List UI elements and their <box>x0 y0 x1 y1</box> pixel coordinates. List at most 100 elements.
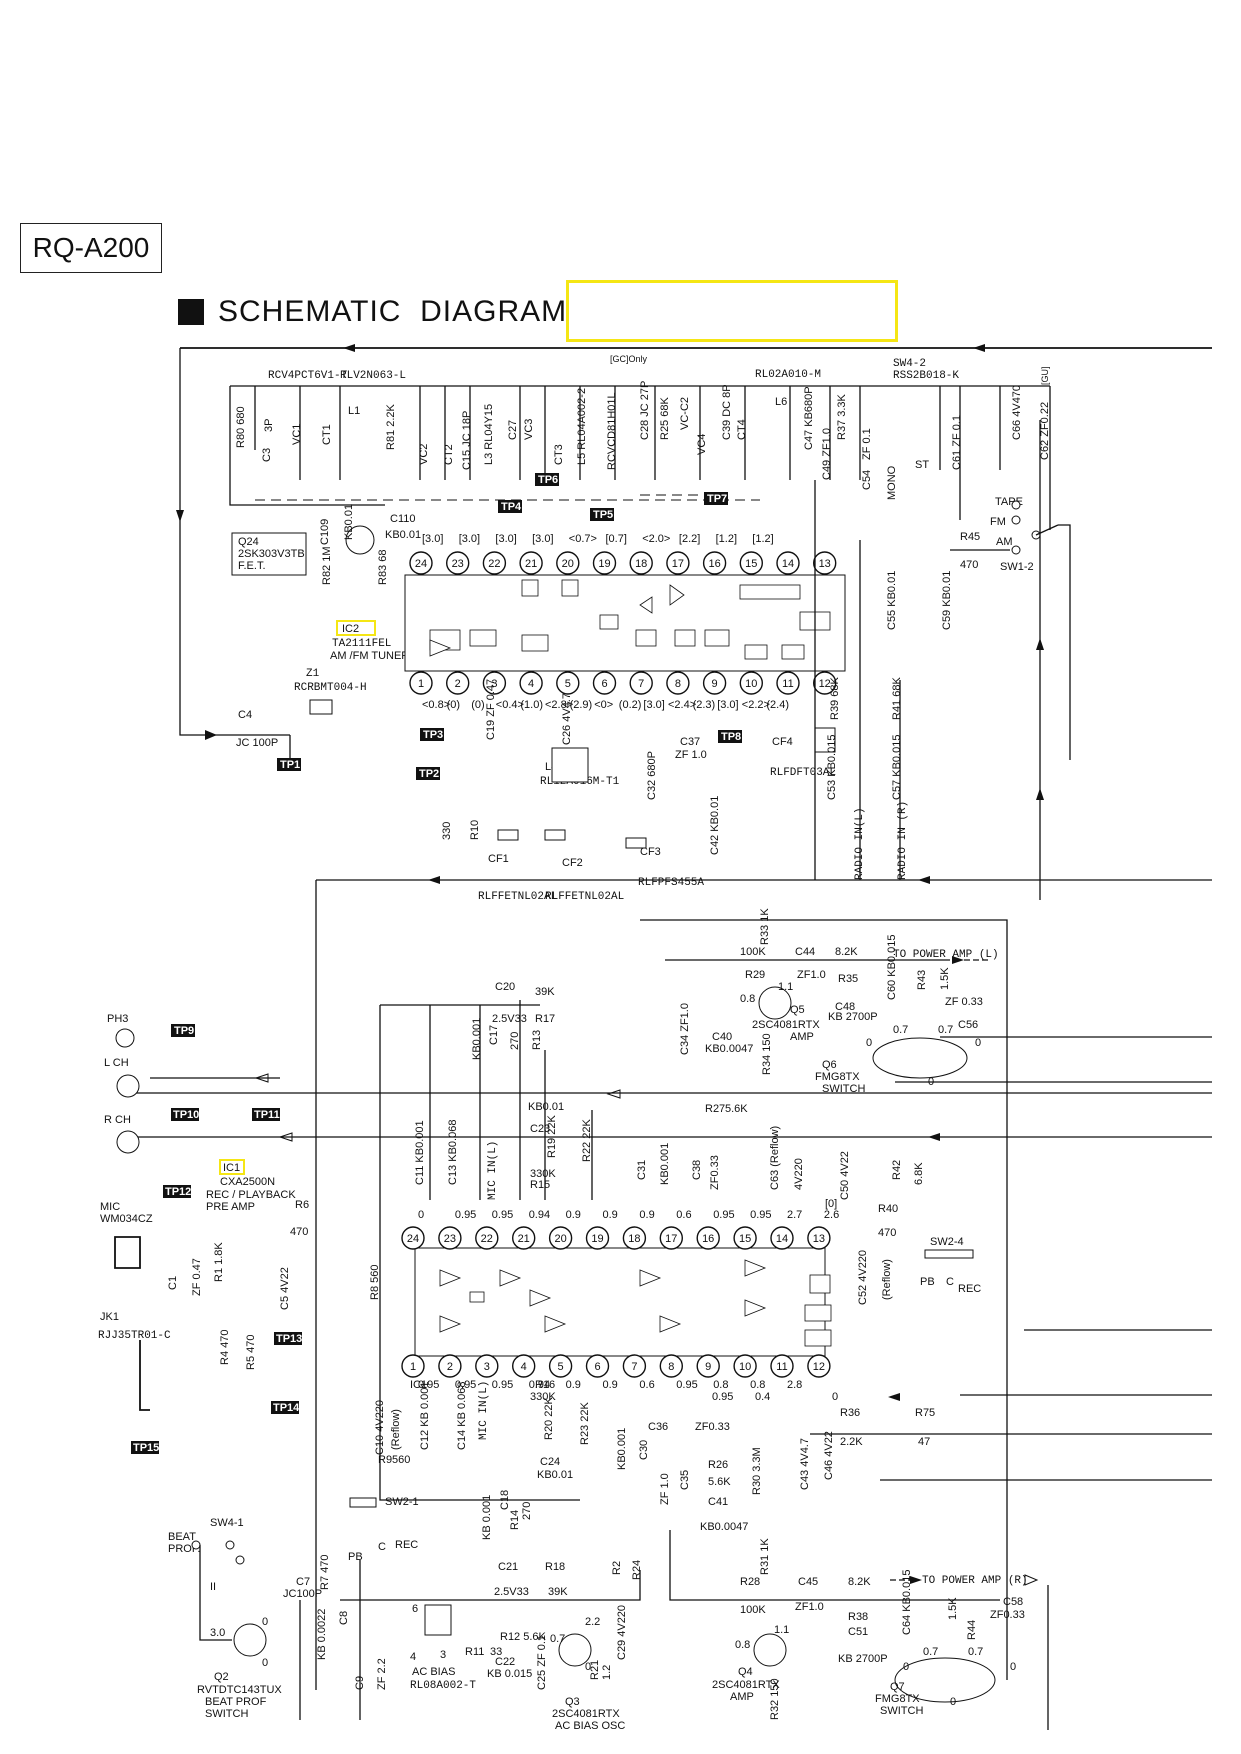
q6-ref: Q6 <box>822 1059 837 1071</box>
svg-text:100K: 100K <box>740 1604 766 1616</box>
svg-text:R28: R28 <box>740 1576 760 1588</box>
svg-text:23: 23 <box>452 558 464 570</box>
ic2-top-voltage: [3.0] <box>532 533 553 545</box>
svg-text:C37: C37 <box>680 736 700 748</box>
ic2-bottom-pin-1: 1 <box>409 671 433 695</box>
ic2-bottom-voltage: [3.0] <box>717 699 738 711</box>
svg-text:1.5K: 1.5K <box>947 1597 959 1620</box>
ic1-bottom-voltage: 0.95 <box>455 1379 476 1391</box>
svg-text:ZF 0.33: ZF 0.33 <box>945 996 983 1008</box>
svg-text:5.6K: 5.6K <box>708 1476 731 1488</box>
svg-text:C3: C3 <box>261 448 273 462</box>
svg-text:330K: 330K <box>530 1391 556 1403</box>
svg-text:VC-C2: VC-C2 <box>679 397 691 430</box>
tp10: TP10 <box>171 1108 199 1121</box>
highlight-box <box>566 280 898 342</box>
c-label-1: C <box>946 1276 954 1288</box>
svg-text:470: 470 <box>878 1227 896 1239</box>
svg-text:TP9: TP9 <box>174 1025 194 1037</box>
svg-text:C46 4V22: C46 4V22 <box>823 1431 835 1480</box>
sw4-2-label: SW4-2 <box>893 358 926 370</box>
q5-desc: AMP <box>790 1031 814 1043</box>
gc-only-label: [GC]Only <box>610 354 648 364</box>
svg-text:[0]: [0] <box>825 1198 837 1210</box>
ic1-top-pin-17: 17 <box>659 1226 683 1250</box>
svg-text:R30 3.3M: R30 3.3M <box>751 1447 763 1495</box>
svg-text:R12 5.6K: R12 5.6K <box>500 1631 547 1643</box>
ic2-bottom-voltage: <0> <box>594 699 613 711</box>
svg-text:R25 68K: R25 68K <box>659 397 671 440</box>
tp11: TP11 <box>252 1108 280 1121</box>
ic1-top-voltage: 0.95 <box>750 1209 771 1221</box>
ic2-top-pin-20: 20 <box>556 551 580 575</box>
svg-text:TP13: TP13 <box>276 1333 302 1345</box>
svg-text:C21: C21 <box>498 1561 518 1573</box>
title-text: SCHEMATIC DIAGRAM <box>218 295 568 328</box>
svg-text:5: 5 <box>565 678 571 690</box>
svg-text:5: 5 <box>558 1361 564 1373</box>
svg-text:C66 4V470: C66 4V470 <box>1011 385 1023 440</box>
ic1-bottom-pin-4: 4 <box>512 1354 536 1378</box>
svg-text:R8 560: R8 560 <box>369 1265 381 1300</box>
svg-text:0: 0 <box>903 1661 909 1673</box>
svg-text:TP7: TP7 <box>707 493 727 505</box>
svg-text:1: 1 <box>410 1361 416 1373</box>
jk1-part: RJJ35TR01-C <box>98 1330 171 1342</box>
svg-text:R32 150: R32 150 <box>769 1678 781 1720</box>
ic2-bottom-pin-2: 2 <box>446 671 470 695</box>
ic1-bottom-voltage: 0.8 <box>713 1379 728 1391</box>
svg-text:C109: C109 <box>319 519 331 545</box>
ic2-top-pin-24: 24 <box>409 551 433 575</box>
q5-ref: Q5 <box>790 1004 805 1016</box>
ic1-top-pin-15: 15 <box>733 1226 757 1250</box>
ic2-bottom-voltage: <2.2> <box>742 699 770 711</box>
ic2-bottom-pin-3: 3 <box>482 671 507 695</box>
sw2-1-label: SW2-1 <box>385 1496 419 1508</box>
svg-text:4V220: 4V220 <box>793 1158 805 1190</box>
power-amp-r-label: TO POWER AMP (R) <box>922 1575 1028 1587</box>
svg-text:14: 14 <box>776 1233 788 1245</box>
svg-text:17: 17 <box>665 1233 677 1245</box>
svg-text:L5 RL04A002-2: L5 RL04A002-2 <box>576 388 588 465</box>
ic1-bottom-voltage: 0.6 <box>639 1379 654 1391</box>
svg-text:JC 100P: JC 100P <box>236 737 278 749</box>
svg-text:(Reflow): (Reflow) <box>881 1259 893 1300</box>
svg-text:C47 KB680P: C47 KB680P <box>803 386 815 450</box>
svg-text:KB 0.0022: KB 0.0022 <box>316 1609 328 1660</box>
svg-text:R13: R13 <box>531 1030 543 1050</box>
svg-text:0: 0 <box>832 1391 838 1403</box>
ic1-bottom-voltage: 0.9 <box>603 1379 618 1391</box>
svg-text:R1 1.8K: R1 1.8K <box>213 1242 225 1282</box>
svg-text:8: 8 <box>675 678 681 690</box>
svg-text:22: 22 <box>488 558 500 570</box>
svg-text:15: 15 <box>745 558 757 570</box>
ic1-bottom-voltage: 0.95 <box>492 1379 513 1391</box>
ic1-top-pin-13: 13 <box>807 1226 831 1250</box>
mic-part: WM034CZ <box>100 1213 153 1225</box>
svg-text:CT1: CT1 <box>321 424 333 445</box>
ic2-top-pin-15: 15 <box>739 551 763 575</box>
svg-text:1.5K: 1.5K <box>939 967 951 990</box>
svg-text:19: 19 <box>591 1233 603 1245</box>
svg-text:17: 17 <box>672 558 684 570</box>
svg-text:R45: R45 <box>960 531 980 543</box>
svg-text:TP8: TP8 <box>721 731 741 743</box>
svg-text:16: 16 <box>708 558 720 570</box>
svg-text:12: 12 <box>813 1361 825 1373</box>
svg-text:0.8: 0.8 <box>740 993 755 1005</box>
svg-text:16: 16 <box>702 1233 714 1245</box>
ic2-top-pin-14: 14 <box>776 551 800 575</box>
svg-text:C31: C31 <box>636 1160 648 1180</box>
svg-text:6: 6 <box>594 1361 600 1373</box>
svg-text:0.7: 0.7 <box>968 1646 983 1658</box>
q24-part: 2SK303V3TB <box>238 548 305 560</box>
ic1-top-pin-14: 14 <box>770 1226 794 1250</box>
rec-label-1: REC <box>958 1283 981 1295</box>
svg-text:1.1: 1.1 <box>778 981 793 993</box>
model-label: RQ-A200 <box>20 223 162 273</box>
q3-desc: AC BIAS OSC <box>555 1720 625 1732</box>
jk1-label: JK1 <box>100 1311 119 1323</box>
ic2-bottom-pin-5: 5 <box>556 671 580 695</box>
